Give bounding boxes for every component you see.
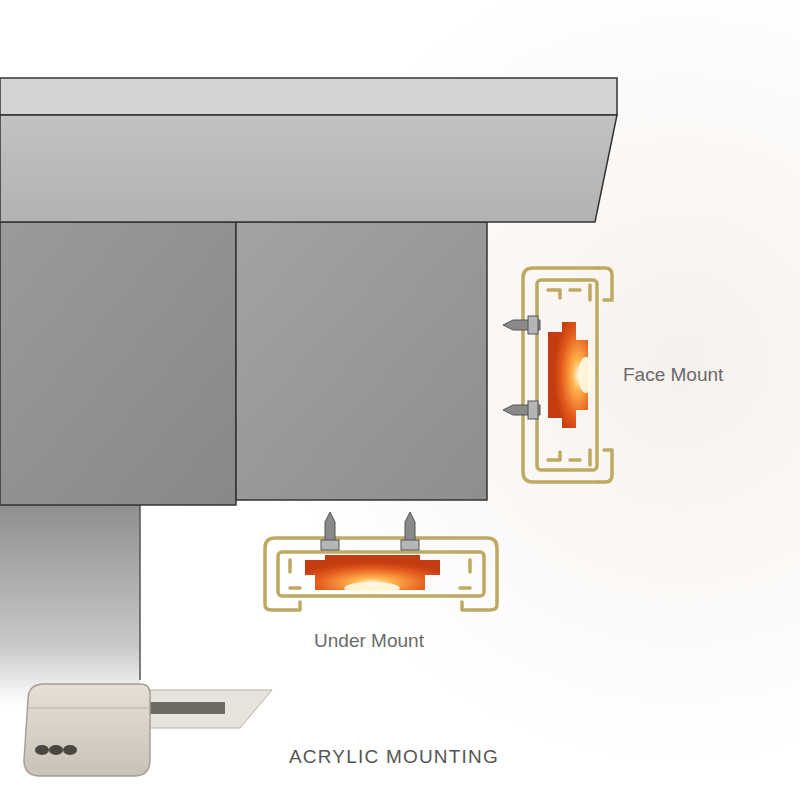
mount-label: Under Mount [314, 630, 424, 652]
mount-label: ACRYLIC MOUNTING [289, 746, 499, 768]
mount-label: Face Mount [623, 364, 723, 386]
